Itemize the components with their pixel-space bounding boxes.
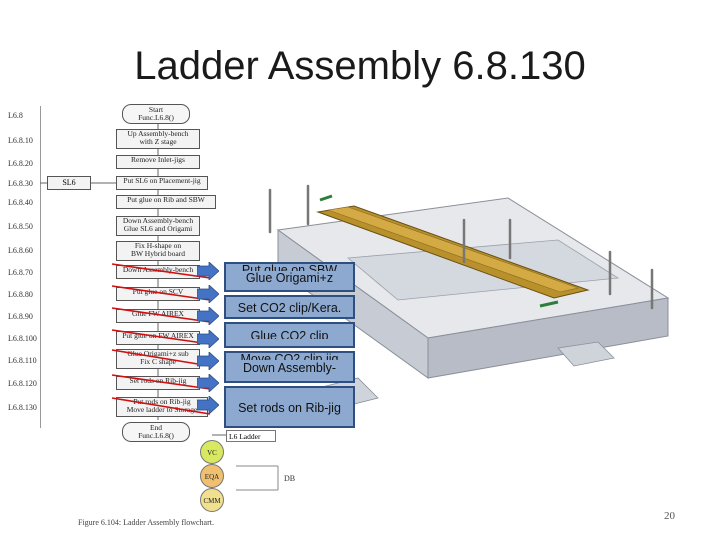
row-label: L6.8.70 xyxy=(8,268,33,277)
ladder-label: L6 Ladder xyxy=(226,430,276,442)
overlay-box: Put glue on SBW Glue Origami+z xyxy=(224,262,355,292)
step-text: Set rods on Rib-jig xyxy=(129,376,187,385)
step-text: Put glue on SCV xyxy=(132,287,184,296)
flow-step: Down Assembly-bench Glue SL6 and Origami xyxy=(116,216,200,236)
slide-title: Ladder Assembly 6.8.130 xyxy=(134,44,586,88)
overlay-text: Set rods on Rib-jig xyxy=(238,401,341,415)
overlay-text: Set CO2 clip/Kera. xyxy=(237,301,342,315)
row-label: L6.8.110 xyxy=(8,356,37,365)
step-text: Put SL6 on Placement-jig xyxy=(123,176,201,185)
overlay-box: Set CO2 clip/Kera. xyxy=(224,295,355,319)
row-label: L6.8.10 xyxy=(8,136,33,145)
cmm-circle: CMM xyxy=(200,488,224,512)
row-label: L6.8.20 xyxy=(8,159,33,168)
arrow-icon xyxy=(197,285,219,303)
page-number: 20 xyxy=(664,510,675,522)
step-text: with Z stage xyxy=(139,137,177,146)
figure-caption: Figure 6.104: Ladder Assembly flowchart. xyxy=(78,518,214,527)
arrow-icon xyxy=(197,262,219,280)
row-label: L6.8.100 xyxy=(8,334,37,343)
step-text: Down Assembly-bench xyxy=(122,265,194,274)
step-text: Put glue on Rib and SBW xyxy=(127,195,205,204)
start-func: Func.L6.8() xyxy=(138,113,174,122)
row-label: L6.8.90 xyxy=(8,312,33,321)
overlay-text-partial: Glue CO2 clip xyxy=(250,329,329,339)
arrow-icon xyxy=(197,352,219,370)
sl6-box: SL6 xyxy=(47,176,91,190)
row-label: L6.8.30 xyxy=(8,179,33,188)
step-text: Glue Origami+z sub xyxy=(127,349,189,358)
row-label: L6.8 xyxy=(8,111,23,120)
flow-step: Up Assembly-bench with Z stage xyxy=(116,129,200,149)
arrow-icon xyxy=(197,374,219,392)
step-text: Fix C shape xyxy=(140,357,176,366)
step-text: Up Assembly-bench xyxy=(127,129,189,138)
step-text: Remove Inlet-jigs xyxy=(131,155,185,164)
row-label: L6.8.130 xyxy=(8,403,37,412)
arrow-icon xyxy=(197,307,219,325)
arrow-icon xyxy=(197,330,219,348)
row-label: L6.8.80 xyxy=(8,290,33,299)
overlay-text: Glue Origami+z xyxy=(245,271,334,285)
end-node: End Func.L6.8() xyxy=(122,422,190,442)
overlay-text-partial: Move CO2 clip jig xyxy=(240,352,339,360)
step-text: Put rods on Rib-jig xyxy=(133,397,191,406)
overlay-text: Down Assembly- xyxy=(242,361,337,375)
eqa-circle: EQA xyxy=(200,464,224,488)
row-label: L6.8.120 xyxy=(8,379,37,388)
row-label: L6.8.50 xyxy=(8,222,33,231)
timeline-line xyxy=(40,106,41,428)
overlay-box: Glue CO2 clip xyxy=(224,322,355,348)
overlay-box: Move CO2 clip jig Down Assembly- xyxy=(224,351,355,383)
step-text: Put glue on FW AIREX xyxy=(122,331,194,340)
row-label: L6.8.60 xyxy=(8,246,33,255)
overlay-text-partial: Put glue on SBW xyxy=(241,263,338,271)
end-func: Func.L6.8() xyxy=(138,431,174,440)
start-label: Start xyxy=(148,105,164,114)
start-node: Start Func.L6.8() xyxy=(122,104,190,124)
row-label: L6.8.40 xyxy=(8,198,33,207)
step-text: Glue SL6 and Origami xyxy=(123,224,193,233)
flow-step: Put glue on Rib and SBW xyxy=(116,195,216,209)
flow-step: Put SL6 on Placement-jig xyxy=(116,176,208,190)
step-text: Move ladder to Storage xyxy=(126,405,198,414)
arrow-icon xyxy=(197,396,219,414)
flow-step: Fix H-shape on BW Hybrid board xyxy=(116,241,200,261)
step-text: Down Assembly-bench xyxy=(122,216,194,225)
flow-step: Down Assembly-bench xyxy=(116,265,200,279)
step-text: Fix H-shape on xyxy=(134,241,182,250)
end-label: End xyxy=(149,423,163,432)
db-label: DB xyxy=(284,474,296,483)
flow-step: Glue FW AIREX xyxy=(116,309,200,323)
step-text: Glue FW AIREX xyxy=(132,309,184,318)
step-text: BW Hybrid board xyxy=(130,249,186,258)
overlay-box: Set rods on Rib-jig xyxy=(224,386,355,428)
flow-step: Remove Inlet-jigs xyxy=(116,155,200,169)
vc-circle: VC xyxy=(200,440,224,464)
